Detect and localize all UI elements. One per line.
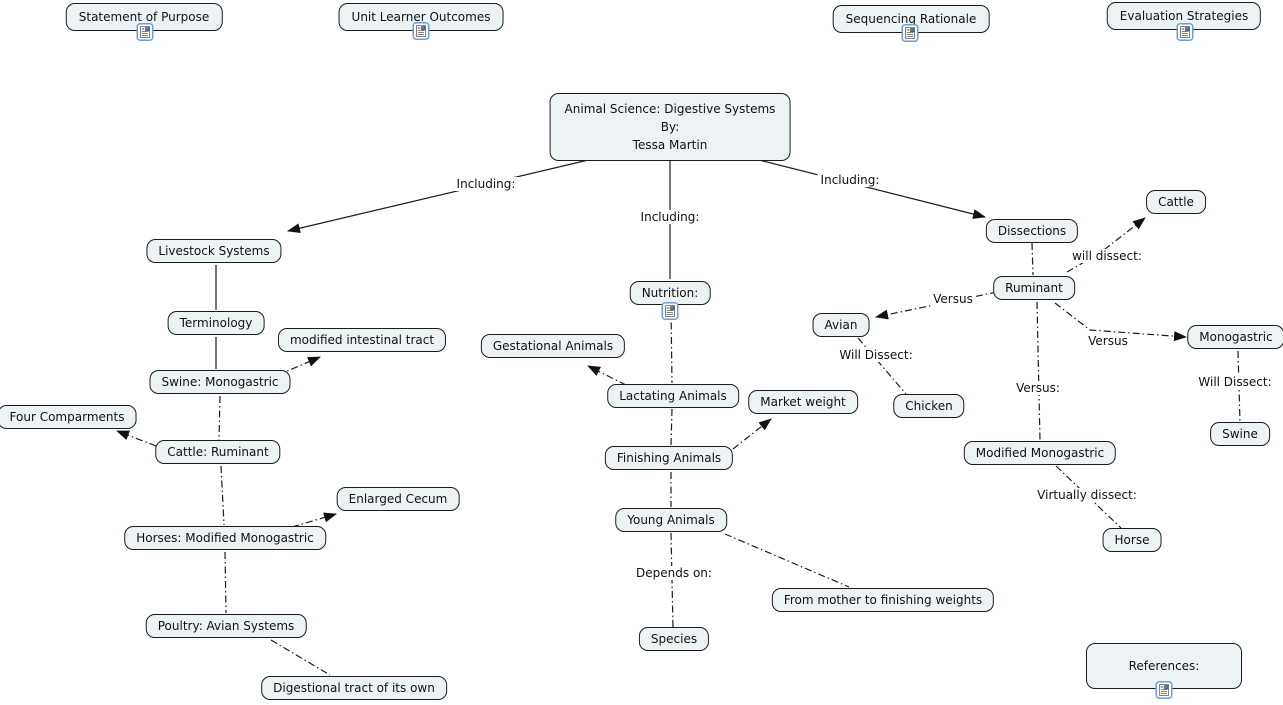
link-label-will-dissect-cattle[interactable]: will dissect: — [1069, 249, 1145, 263]
node-livestock-systems[interactable]: Livestock Systems — [146, 239, 282, 263]
node-swine-monogastric[interactable]: Swine: Monogastric — [149, 370, 291, 394]
link-label-will-dissect-avian[interactable]: Will Dissect: — [836, 348, 916, 362]
link-label-versus-monogastric[interactable]: Versus — [1085, 334, 1131, 348]
map-title-line2: By: — [660, 120, 680, 134]
node-digestional-tract[interactable]: Digestional tract of its own — [261, 676, 447, 700]
node-map-title[interactable]: Animal Science: Digestive Systems By: Te… — [549, 93, 791, 161]
resource-document-icon[interactable] — [1155, 681, 1173, 699]
map-title-line3: Tessa Martin — [632, 138, 708, 152]
node-market-weight[interactable]: Market weight — [748, 390, 858, 414]
node-horses-modified-monogastric[interactable]: Horses: Modified Monogastric — [124, 526, 326, 550]
node-monogastric[interactable]: Monogastric — [1187, 325, 1283, 349]
node-horse[interactable]: Horse — [1102, 528, 1162, 552]
link-label-depends-on[interactable]: Depends on: — [633, 566, 715, 580]
resource-document-icon[interactable] — [136, 23, 154, 41]
resource-document-icon[interactable] — [661, 302, 679, 320]
resource-document-icon[interactable] — [901, 24, 919, 42]
node-finishing-animals[interactable]: Finishing Animals — [604, 446, 734, 470]
node-cattle[interactable]: Cattle — [1146, 190, 1206, 214]
node-modified-monogastric[interactable]: Modified Monogastric — [963, 441, 1117, 465]
node-dissections[interactable]: Dissections — [985, 219, 1079, 243]
link-label-will-dissect-monogastric[interactable]: Will Dissect: — [1195, 375, 1275, 389]
link-label-including-left[interactable]: Including: — [453, 177, 519, 191]
node-cattle-ruminant[interactable]: Cattle: Ruminant — [155, 440, 281, 464]
link-label-including-right[interactable]: Including: — [817, 173, 883, 187]
link-label-virtually-dissect[interactable]: Virtually dissect: — [1034, 488, 1140, 502]
link-label-versus-modified[interactable]: Versus: — [1013, 381, 1063, 395]
node-sequencing-rationale[interactable]: Sequencing Rationale — [832, 5, 990, 33]
node-enlarged-cecum[interactable]: Enlarged Cecum — [336, 487, 460, 511]
link-label-including-center[interactable]: Including: — [637, 210, 703, 224]
node-species[interactable]: Species — [638, 627, 710, 651]
node-chicken[interactable]: Chicken — [893, 394, 965, 418]
node-gestational-animals[interactable]: Gestational Animals — [480, 334, 626, 358]
node-from-mother-to-finishing-weights[interactable]: From mother to finishing weights — [771, 588, 995, 612]
node-terminology[interactable]: Terminology — [167, 311, 265, 335]
resource-document-icon[interactable] — [412, 22, 430, 40]
map-title-line1: Animal Science: Digestive Systems — [564, 102, 776, 116]
node-poultry-avian-systems[interactable]: Poultry: Avian Systems — [145, 614, 307, 638]
node-swine[interactable]: Swine — [1210, 422, 1270, 446]
node-unit-learner-outcomes[interactable]: Unit Learner Outcomes — [338, 3, 504, 31]
node-lactating-animals[interactable]: Lactating Animals — [607, 384, 739, 408]
node-avian[interactable]: Avian — [812, 313, 870, 337]
node-four-compartments[interactable]: Four Comparments — [0, 405, 137, 429]
node-young-animals[interactable]: Young Animals — [615, 508, 727, 532]
node-ruminant[interactable]: Ruminant — [993, 276, 1075, 300]
resource-document-icon[interactable] — [1176, 23, 1194, 41]
node-modified-intestinal-tract[interactable]: modified intestinal tract — [277, 328, 447, 352]
link-label-versus-avian[interactable]: Versus — [930, 292, 976, 306]
